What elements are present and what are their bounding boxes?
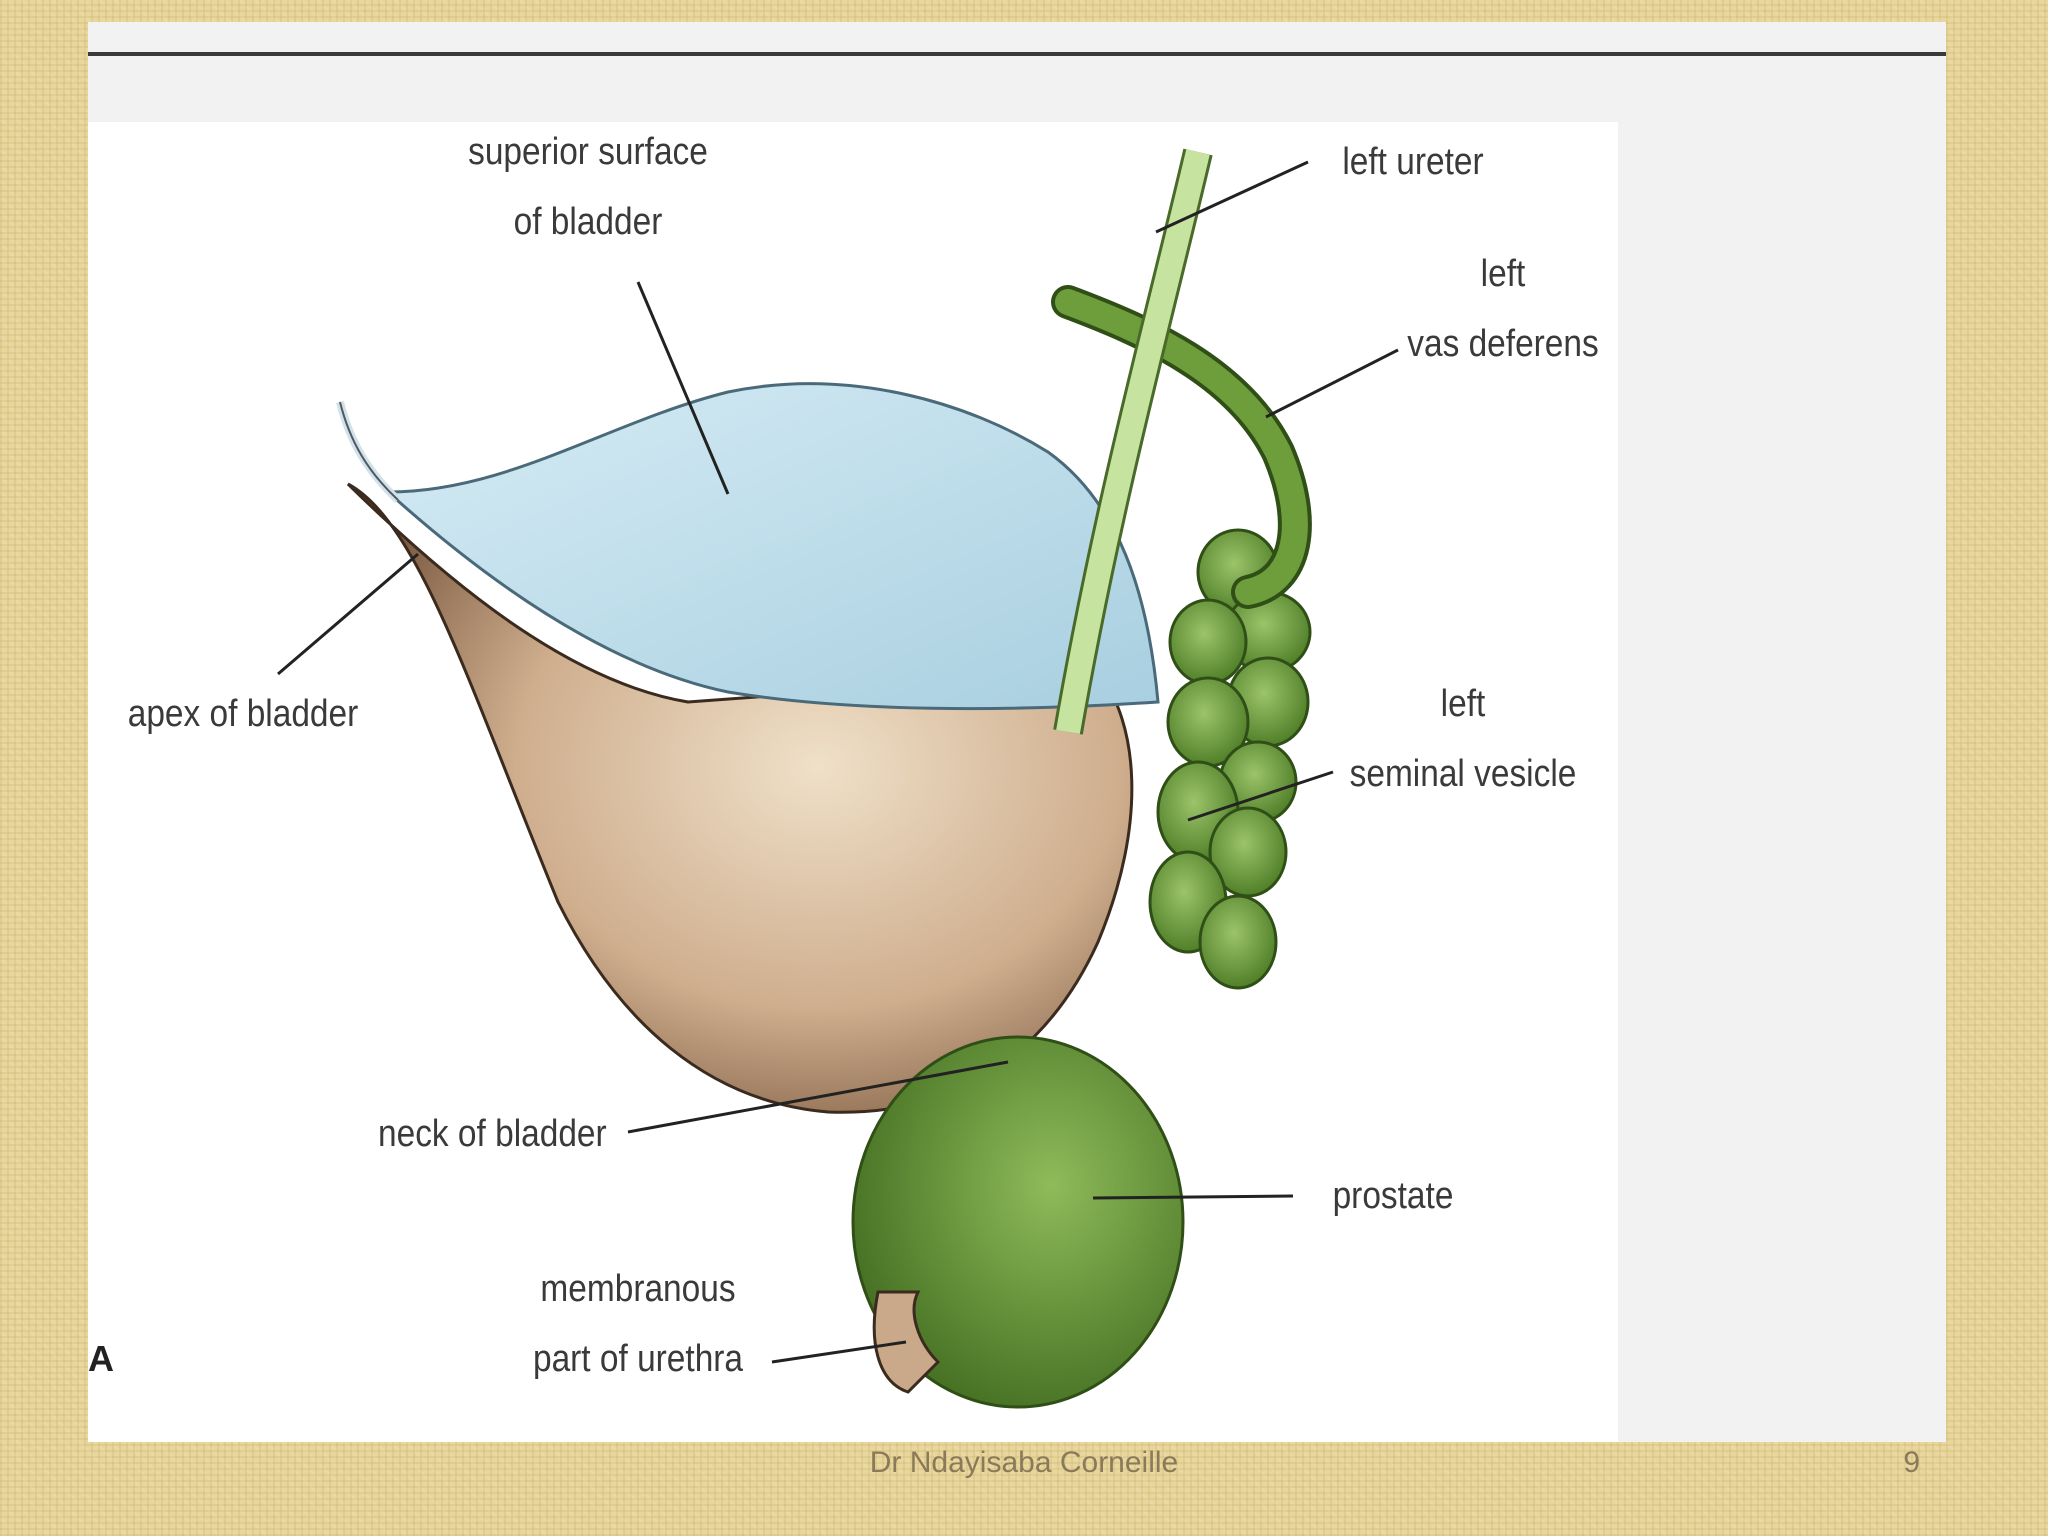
label-urethra-line1: membranous	[540, 1268, 736, 1310]
label-apex-line1: apex of bladder	[127, 693, 359, 735]
label-vesicle-line2: seminal vesicle	[1349, 753, 1577, 795]
label-neck-of-bladder: neck of bladder	[378, 1112, 607, 1156]
label-superior-surface-line1: superior surface	[468, 131, 708, 173]
label-membranous-urethra: membranous part of urethra	[524, 1267, 753, 1381]
label-left-seminal-vesicle: left seminal vesicle	[1344, 682, 1582, 796]
label-prostate: prostate	[1318, 1174, 1468, 1218]
label-superior-surface-line2: of bladder	[513, 201, 663, 243]
seminal-vesicle-shape	[1148, 528, 1312, 990]
label-left-vas-deferens: left vas deferens	[1402, 252, 1604, 366]
label-prostate-line1: prostate	[1332, 1175, 1454, 1217]
label-vas-line2: vas deferens	[1407, 323, 1599, 365]
label-left-ureter: left ureter	[1316, 140, 1510, 184]
urethra-stub	[872, 1290, 941, 1394]
label-superior-surface: superior surface of bladder	[438, 130, 737, 244]
label-vas-line1: left	[1480, 253, 1526, 295]
label-apex-of-bladder: apex of bladder	[124, 692, 362, 736]
panel-tag: A	[88, 1338, 114, 1379]
label-left-ureter-line1: left ureter	[1342, 141, 1484, 183]
bladder-superior-surface	[384, 382, 1160, 711]
prostate-shape	[851, 1035, 1185, 1409]
bladder-diagram-svg	[277, 148, 1399, 1409]
anatomy-figure: superior surface of bladder left ureter …	[88, 122, 1618, 1442]
title-rule	[88, 52, 1946, 56]
page-number: 9	[1903, 1446, 1920, 1479]
leader-lines	[277, 160, 1399, 1364]
label-urethra-line2: part of urethra	[532, 1338, 744, 1380]
label-neck-line1: neck of bladder	[378, 1113, 607, 1155]
footer-author: Dr Ndayisaba Corneille	[869, 1446, 1179, 1479]
label-vesicle-line1: left	[1440, 683, 1486, 725]
